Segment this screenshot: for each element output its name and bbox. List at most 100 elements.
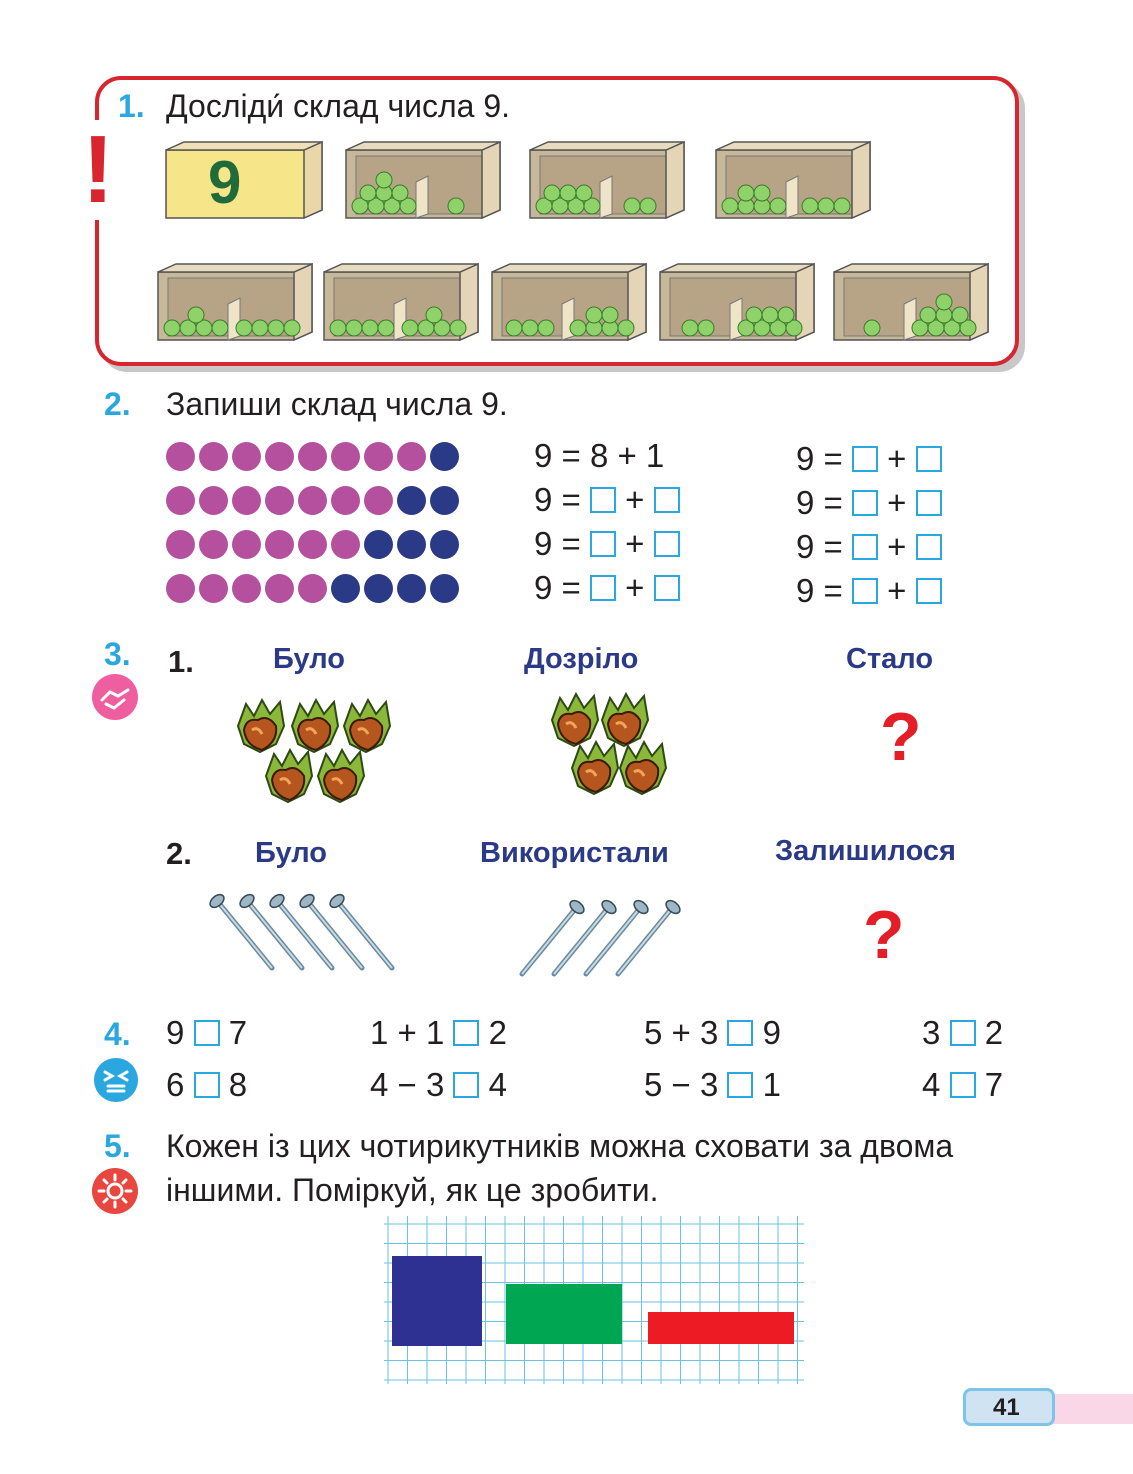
- comparison-item: 1 + 1 2: [370, 1014, 507, 1052]
- plus-sign: +: [877, 440, 916, 477]
- hazelnut-icon: [342, 697, 392, 754]
- grid-paper: [384, 1216, 804, 1384]
- purple-dot: [166, 574, 195, 603]
- page-number-tab: [963, 1388, 1055, 1426]
- answer-box[interactable]: [653, 531, 680, 557]
- task3-number: 3.: [104, 636, 131, 672]
- comparison-right: 8: [219, 1066, 248, 1103]
- plus-sign: +: [615, 481, 654, 518]
- ball: [833, 197, 851, 215]
- purple-dot: [265, 442, 294, 471]
- hazelnut-icon: [618, 739, 668, 796]
- purple-dot: [232, 442, 261, 471]
- ball: [919, 306, 937, 324]
- comparison-item: 6 8: [166, 1066, 247, 1104]
- comparison-left: 5 − 3: [644, 1066, 728, 1103]
- equation-blank: 9 = +: [534, 481, 680, 519]
- comparison-right: 7: [219, 1014, 248, 1051]
- ball: [521, 319, 539, 337]
- ball: [543, 184, 561, 202]
- answer-box[interactable]: [653, 487, 680, 513]
- ball: [785, 319, 803, 337]
- answer-box[interactable]: [851, 534, 878, 560]
- plus-sign: +: [877, 528, 916, 565]
- ball: [559, 184, 577, 202]
- ball: [187, 306, 205, 324]
- page-number: 41: [993, 1394, 1020, 1421]
- blue-dot: [430, 486, 459, 515]
- ball: [801, 197, 819, 215]
- ball: [361, 319, 379, 337]
- ball: [623, 197, 641, 215]
- comparison-box[interactable]: [949, 1072, 976, 1098]
- comparison-box[interactable]: [193, 1020, 220, 1046]
- comparison-box[interactable]: [727, 1072, 754, 1098]
- ball: [537, 319, 555, 337]
- comparison-item: 5 + 3 9: [644, 1014, 781, 1052]
- label-was-2: Було: [255, 837, 327, 869]
- answer-box[interactable]: [653, 575, 680, 601]
- ball: [753, 184, 771, 202]
- purple-dot: [298, 486, 327, 515]
- nail-icon: [269, 893, 335, 971]
- purple-dot: [331, 486, 360, 515]
- ball: [769, 197, 787, 215]
- comparison-right: 7: [975, 1066, 1004, 1103]
- ball: [817, 197, 835, 215]
- ball: [377, 319, 395, 337]
- comparison-left: 1 + 1: [370, 1014, 454, 1051]
- answer-box[interactable]: [589, 531, 616, 557]
- purple-dot: [166, 530, 195, 559]
- ball-box-8: [833, 262, 989, 342]
- purple-dot: [199, 530, 228, 559]
- answer-box[interactable]: [851, 446, 878, 472]
- eq-prefix: 9 =: [796, 528, 852, 565]
- answer-box[interactable]: [915, 534, 942, 560]
- comparison-box[interactable]: [453, 1072, 480, 1098]
- blue-dot: [430, 442, 459, 471]
- answer-box[interactable]: [851, 578, 878, 604]
- purple-dot: [265, 574, 294, 603]
- comparison-right: 2: [479, 1014, 508, 1051]
- equation-blank: 9 = +: [796, 484, 942, 522]
- blue-dot: [430, 530, 459, 559]
- ball: [575, 184, 593, 202]
- comparison-right: 1: [753, 1066, 782, 1103]
- comparison-box[interactable]: [727, 1020, 754, 1046]
- comparison-box[interactable]: [193, 1072, 220, 1098]
- ball: [359, 184, 377, 202]
- comparison-item: 4 7: [922, 1066, 1003, 1104]
- comparison-box[interactable]: [949, 1020, 976, 1046]
- blue-dot: [430, 574, 459, 603]
- ball: [391, 184, 409, 202]
- blue-dot: [397, 574, 426, 603]
- label-was-1: Було: [273, 643, 345, 675]
- comparison-item: 9 7: [166, 1014, 247, 1052]
- hazelnut-icon: [316, 747, 366, 804]
- nail-icon: [329, 893, 395, 971]
- ball: [329, 319, 347, 337]
- answer-box[interactable]: [915, 490, 942, 516]
- comparison-right: 4: [479, 1066, 508, 1103]
- answer-box[interactable]: [589, 487, 616, 513]
- ball: [163, 319, 181, 337]
- hazelnut-icon: [264, 747, 314, 804]
- task1-text: Досліди́ склад числа 9.: [166, 88, 511, 124]
- answer-box[interactable]: [851, 490, 878, 516]
- purple-dot: [166, 442, 195, 471]
- ball-box-4: [157, 262, 313, 342]
- comparison-left: 5 + 3: [644, 1014, 728, 1051]
- nail-icon: [551, 899, 617, 977]
- purple-dot: [331, 530, 360, 559]
- comparison-box[interactable]: [453, 1020, 480, 1046]
- comparison-left: 3: [922, 1014, 950, 1051]
- hazelnut-icon: [600, 691, 650, 748]
- answer-box[interactable]: [915, 578, 942, 604]
- nail-icon: [615, 899, 681, 977]
- ball: [585, 306, 603, 324]
- task2-number: 2.: [104, 386, 131, 422]
- answer-box[interactable]: [589, 575, 616, 601]
- answer-box[interactable]: [915, 446, 942, 472]
- ball-box-6: [491, 262, 647, 342]
- purple-dot: [166, 486, 195, 515]
